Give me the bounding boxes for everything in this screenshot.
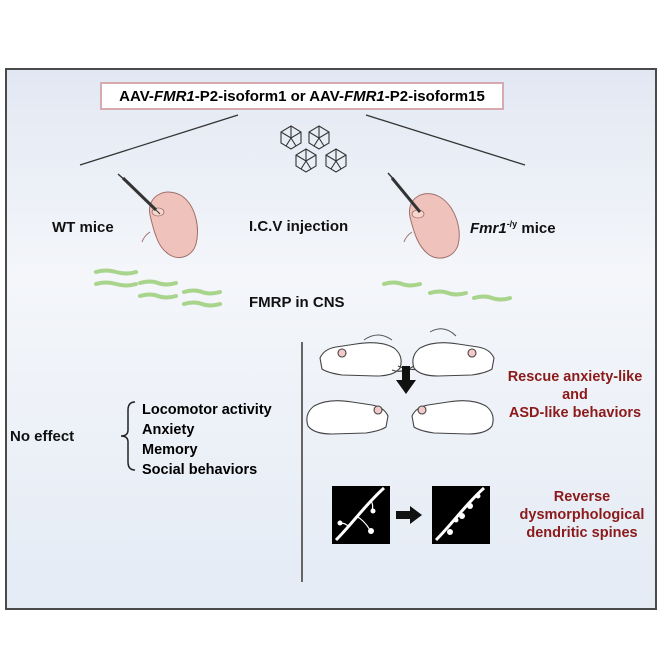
- fmrp-expression-marks: [94, 268, 512, 308]
- vector-gene-1: FMR1: [153, 87, 195, 105]
- vector-gene-2: FMR1: [343, 87, 385, 105]
- vector-mid-2: -P2-isoform15: [384, 87, 485, 105]
- arrow-curve-left: [363, 334, 393, 341]
- mouse-icon-bottom-right: [411, 400, 494, 435]
- fmrp-label: FMRP in CNS: [249, 294, 345, 311]
- reverse-line-2: dysmorphological: [519, 507, 645, 523]
- ko-mice-label: Fmr1-/y mice: [470, 219, 556, 237]
- ko-gene: Fmr1: [470, 220, 507, 237]
- arrow-curve-right: [429, 328, 457, 337]
- mouse-icon-top-left: [319, 342, 425, 377]
- wt-pup-icon: [141, 191, 198, 259]
- syringe-icon-wt: [117, 173, 161, 215]
- ko-suffix: mice: [517, 220, 556, 237]
- right-arrow-icon: [396, 506, 422, 524]
- vector-mid-1: -P2-isoform1 or AAV-: [194, 87, 344, 105]
- vector-prefix-1: AAV-: [119, 87, 154, 105]
- mouse-icon-top-right: [391, 342, 495, 377]
- mouse-icon-bottom-left: [306, 400, 389, 435]
- effect-item: Social behaviors: [142, 462, 258, 478]
- vector-title-box: AAV-FMR1-P2-isoform1 or AAV-FMR1-P2-isof…: [100, 82, 504, 110]
- dendrite-image-after: [432, 486, 490, 544]
- branch-line-right: [365, 114, 526, 166]
- no-effect-label: No effect: [10, 428, 75, 445]
- down-arrow-icon: [396, 366, 416, 394]
- branch-line-left: [79, 114, 239, 166]
- reverse-line-1: Reverse: [553, 489, 611, 505]
- injection-label: I.C.V injection: [249, 218, 349, 235]
- rescue-line-1: Rescue anxiety-like: [507, 369, 643, 385]
- aav-capsid-icon: [280, 125, 347, 173]
- rescue-line-3: ASD-like behaviors: [508, 405, 642, 421]
- rescue-line-2: and: [562, 387, 588, 403]
- reverse-line-3: dendritic spines: [526, 525, 638, 541]
- effect-item: Locomotor activity: [142, 402, 272, 418]
- wt-mice-label: WT mice: [52, 219, 114, 236]
- effect-list: Locomotor activity Anxiety Memory Social…: [142, 400, 272, 480]
- ko-genotype: -/y: [506, 219, 518, 229]
- effect-item: Memory: [142, 442, 198, 458]
- syringe-icon-ko: [387, 172, 422, 213]
- reverse-text: Reverse dysmorphological dendritic spine…: [506, 488, 658, 542]
- effect-item: Anxiety: [142, 422, 195, 438]
- brace: [120, 401, 136, 471]
- dendrite-image-before: [332, 486, 390, 544]
- rescue-text: Rescue anxiety-like and ASD-like behavio…: [499, 368, 651, 422]
